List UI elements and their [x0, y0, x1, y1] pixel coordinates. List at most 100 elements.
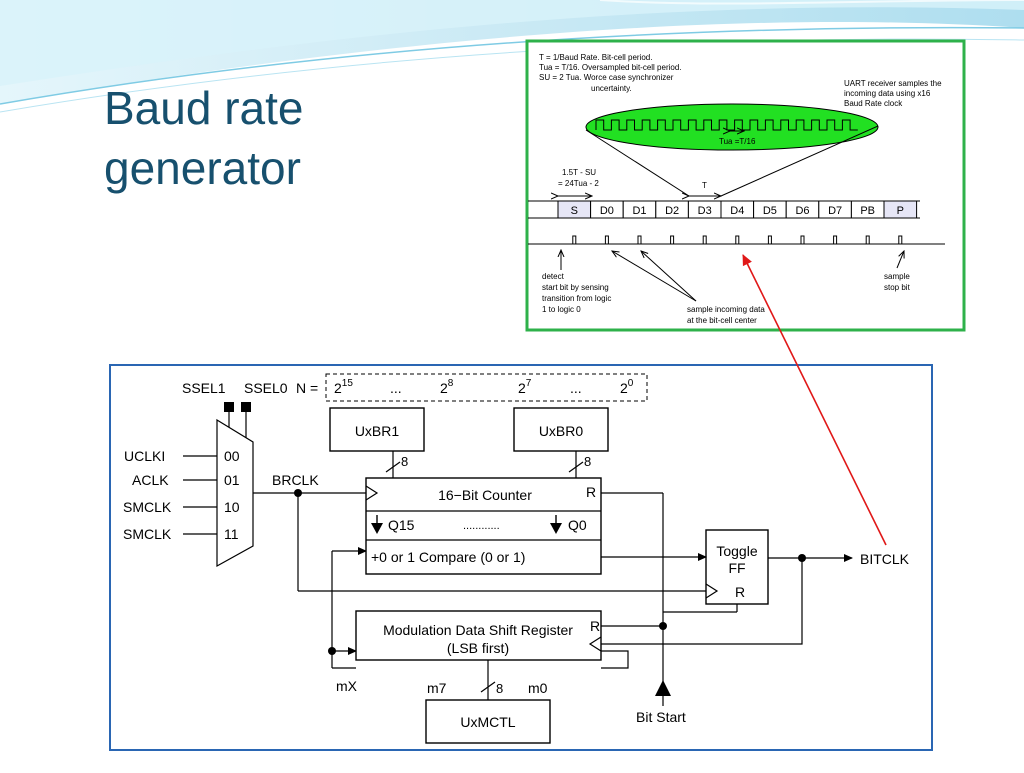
ssel1-label: SSEL1	[182, 380, 226, 396]
modulation-reset-label: R	[590, 618, 600, 634]
mx-junction	[328, 647, 336, 655]
counter-block	[365, 477, 602, 575]
bit-cell	[883, 200, 918, 219]
sample-ticks	[572, 235, 903, 244]
n-register-bits	[325, 373, 648, 402]
bit-start-net	[601, 492, 738, 685]
start-offset-label: 1.5T - SU	[562, 168, 596, 177]
header-wave-decoration	[0, 0, 1024, 113]
bit-cell-label: D4	[730, 205, 744, 217]
mux-code-00: 00	[224, 448, 240, 464]
n-bit-8: 28	[440, 378, 454, 396]
stop-note: sample stop bit	[884, 272, 911, 292]
sample-pointer-2	[641, 251, 697, 302]
svg-text:incoming data using x16: incoming data using x16	[844, 89, 931, 98]
sample-center-note: sample incoming data at the bit-cell cen…	[687, 305, 765, 325]
n-equals-label: N =	[296, 380, 318, 396]
sample-tick	[833, 235, 838, 244]
bit-start-junction	[659, 622, 667, 630]
uxbr1-register	[329, 407, 425, 452]
oversample-ellipse	[585, 103, 879, 151]
clock-source-mux	[216, 418, 254, 568]
ssel1-pin	[224, 402, 234, 412]
counter-label: 16−Bit Counter	[438, 487, 532, 503]
bit-cell-label: D2	[665, 205, 679, 217]
uxbr1-label: UxBR1	[355, 423, 400, 439]
baud-generator-block-diagram: SSEL1 SSEL0 N = 215 ... 28 27 ... 20 UCL…	[109, 364, 933, 751]
zoom-line-left	[585, 129, 690, 197]
sample-tick	[604, 235, 609, 244]
bit-cell-label: P	[897, 205, 904, 217]
mux-code-10: 10	[224, 499, 240, 515]
note-tua: Tua = T/16. Oversampled bit-cell period.	[539, 63, 682, 72]
modulation-label: Modulation Data Shift Register	[383, 622, 573, 638]
uclki-label: UCLKI	[124, 448, 165, 464]
mux-inputs: UCLKI ACLK SMCLK SMCLK 00 01 10 11	[123, 448, 240, 542]
svg-text:stop bit: stop bit	[884, 283, 911, 292]
note-su-cont: uncertainty.	[591, 84, 632, 93]
uxmctl-bus-width: 8	[496, 681, 503, 696]
bit-cell-label: D1	[632, 205, 646, 217]
counter-dots: ............	[463, 520, 500, 532]
toggle-label: Toggle	[716, 543, 757, 559]
definitions-note: T = 1/Baud Rate. Bit-cell period. Tua = …	[539, 53, 682, 93]
uxbr-bus	[385, 451, 584, 478]
n-ellipsis-2: ...	[570, 380, 582, 396]
counter-clock-input	[365, 485, 379, 501]
uxbr0-label: UxBR0	[539, 423, 584, 439]
svg-text:Baud Rate clock: Baud Rate clock	[844, 99, 903, 108]
sample-tick	[800, 235, 805, 244]
sample-tick	[898, 235, 903, 244]
uxmctl-label: UxMCTL	[460, 714, 515, 730]
sample-pointer-1	[612, 251, 697, 302]
bit-cell-label: D3	[698, 205, 712, 217]
svg-text:sample incoming data: sample incoming data	[687, 305, 765, 314]
svg-text:sample: sample	[884, 272, 910, 281]
title-line-1: Baud rate	[104, 82, 304, 134]
sample-tick	[702, 235, 707, 244]
modulation-shift-register	[355, 610, 602, 661]
bit-cell-label: D6	[795, 205, 809, 217]
smclk-label-2: SMCLK	[123, 526, 172, 542]
bitclk-label: BITCLK	[860, 551, 910, 567]
bit-start-label: Bit Start	[636, 709, 686, 725]
sample-tick	[767, 235, 772, 244]
sample-tick	[637, 235, 642, 244]
slide-title: Baud rate generator	[104, 78, 434, 198]
bit-cell-label: S	[571, 205, 578, 217]
counter-reset-label: R	[586, 484, 596, 500]
bit-cell-label: PB	[860, 205, 875, 217]
tua-label: Tua =T/16	[719, 137, 756, 146]
svg-text:Q0: Q0	[568, 517, 587, 533]
mux-code-01: 01	[224, 472, 240, 488]
compare-label: +0 or 1 Compare (0 or 1)	[371, 549, 525, 565]
svg-text:at the bit-cell center: at the bit-cell center	[687, 316, 757, 325]
svg-text:transition from logic: transition from logic	[542, 294, 611, 303]
receiver-note: UART receiver samples the incoming data …	[844, 79, 942, 108]
n-bit-15: 215	[334, 378, 353, 396]
brclk-junction	[294, 489, 302, 497]
bit-start-arrow	[655, 680, 671, 696]
note-t: T = 1/Baud Rate. Bit-cell period.	[539, 53, 652, 62]
n-ellipsis-1: ...	[390, 380, 402, 396]
note-su: SU = 2 Tua. Worce case synchronizer	[539, 73, 674, 82]
uxbr1-bus-width: 8	[401, 454, 408, 469]
svg-text:UART receiver samples the: UART receiver samples the	[844, 79, 942, 88]
title-line-2: generator	[104, 142, 301, 194]
svg-text:Q15: Q15	[388, 517, 415, 533]
svg-text:1 to logic 0: 1 to logic 0	[542, 305, 581, 314]
n-bit-7: 27	[518, 378, 532, 396]
x16-clock-waveform	[595, 119, 858, 131]
svg-text:detect: detect	[542, 272, 565, 281]
lsb-first-label: (LSB first)	[447, 640, 509, 656]
brclk-label: BRCLK	[272, 472, 319, 488]
n-bit-0: 20	[620, 378, 634, 396]
bitclk-to-sample-pointer	[742, 254, 887, 546]
toggle-clock-input	[705, 583, 719, 599]
mux-input-wires	[183, 455, 217, 535]
sample-tick	[670, 235, 675, 244]
mx-label: mX	[336, 678, 358, 694]
ff-label: FF	[728, 560, 745, 576]
q0-output: Q0	[550, 515, 587, 534]
